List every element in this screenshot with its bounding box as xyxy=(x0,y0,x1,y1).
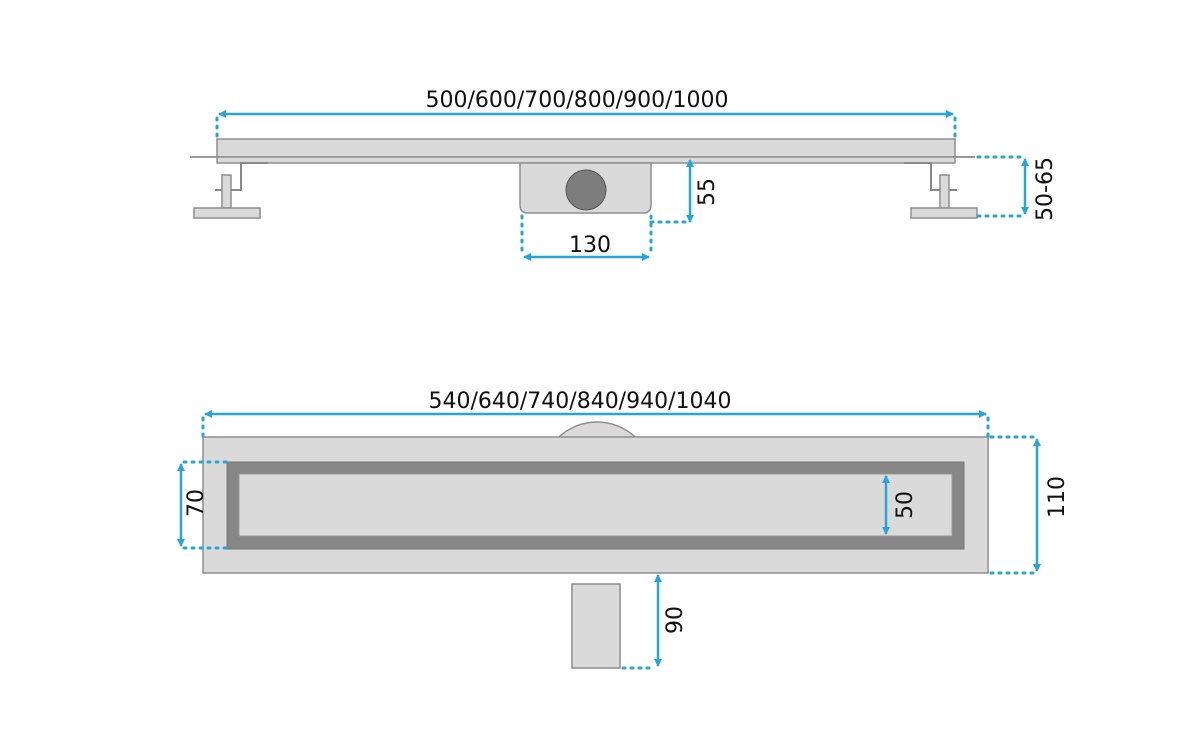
drain-pipe xyxy=(571,583,621,669)
outlet-hole xyxy=(565,169,607,211)
left-foot xyxy=(193,162,268,219)
grate xyxy=(238,473,953,537)
outlet-height-label: 55 xyxy=(695,178,720,206)
length-label: 500/600/700/800/900/1000 xyxy=(425,88,728,113)
channel-body xyxy=(216,138,956,158)
total-width-label: 110 xyxy=(1045,476,1070,518)
feet-height-label: 50-65 xyxy=(1033,157,1058,221)
channel-bottom xyxy=(216,156,956,164)
pipe-length-label: 90 xyxy=(663,606,688,634)
top-view: 540/640/740/840/940/1040 70 50 110 90 xyxy=(177,389,1070,670)
right-foot xyxy=(904,162,978,219)
outlet-width-label: 130 xyxy=(569,233,611,258)
frame-width-label: 70 xyxy=(184,489,209,517)
side-view: 500/600/700/800/900/1000 55 130 50-65 xyxy=(190,88,1058,261)
total-length-label: 540/640/740/840/940/1040 xyxy=(428,389,731,414)
grate-width-label: 50 xyxy=(893,491,918,519)
